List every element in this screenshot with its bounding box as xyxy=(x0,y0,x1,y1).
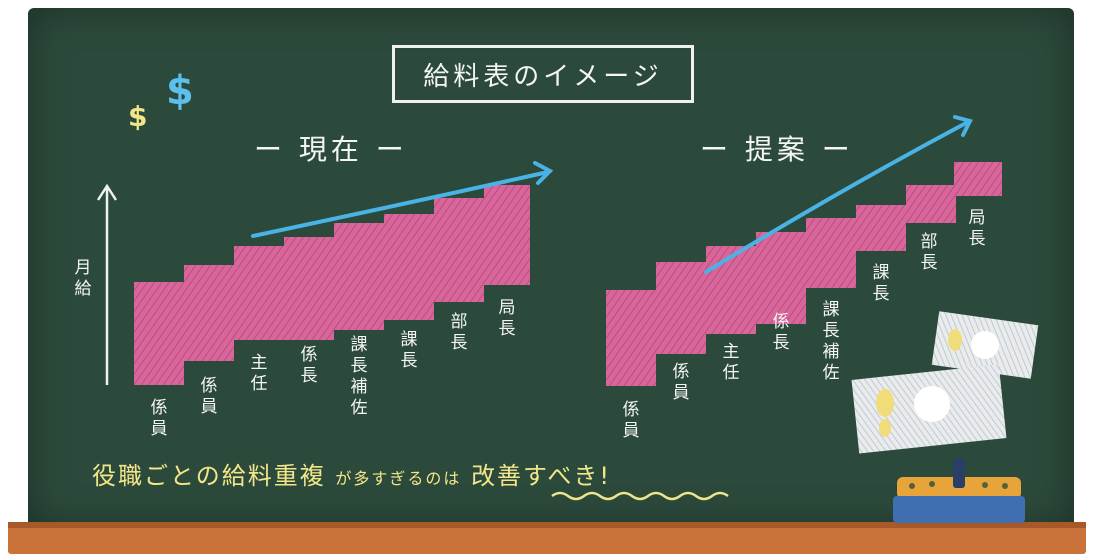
right-bar-1 xyxy=(606,290,656,386)
right-heading: ー 提案 ー xyxy=(700,133,854,166)
right-bar-6 xyxy=(856,205,906,251)
left-rank-label-3: 主任 xyxy=(250,353,268,394)
left-trend-arrow xyxy=(251,170,550,238)
right-bar-7 xyxy=(906,185,956,223)
bottom-message-part3: 改善すべき! xyxy=(471,462,612,490)
bottom-message-part1: 役職ごとの給料重複 xyxy=(92,462,326,490)
left-rank-label-2: 係員 xyxy=(200,376,218,417)
dollar-small-icon: $ xyxy=(128,100,148,133)
left-bar-2 xyxy=(184,265,234,361)
bottom-message-part2: が多すぎるのは xyxy=(335,469,462,488)
right-bar-2 xyxy=(656,262,706,354)
y-axis-label: 月給 xyxy=(74,258,92,299)
left-bar-4 xyxy=(284,237,334,340)
right-rank-label-3: 主任 xyxy=(722,342,740,383)
left-bar-3 xyxy=(234,246,284,340)
left-rank-label-6: 課長 xyxy=(400,330,418,371)
left-heading: ー 現在 ー xyxy=(254,133,408,166)
left-bar-5 xyxy=(334,223,384,330)
right-rank-label-2: 係員 xyxy=(672,362,690,403)
left-bar-8 xyxy=(484,185,530,285)
page-title: 給料表のイメージ xyxy=(392,45,694,103)
left-bar-1 xyxy=(134,282,184,385)
right-trend-arrowhead xyxy=(953,115,973,137)
page-title-text: 給料表のイメージ xyxy=(423,61,663,92)
left-bar-7 xyxy=(434,198,484,302)
right-rank-label-1: 係員 xyxy=(622,400,640,441)
chalkboard-eraser-icon xyxy=(893,458,1025,523)
emphasis-underline xyxy=(551,491,729,501)
right-rank-label-4: 係長 xyxy=(772,312,790,353)
chalk-ledge-edge xyxy=(8,522,1086,528)
right-trend-arrow xyxy=(704,120,970,274)
right-rank-label-5: 課長補佐 xyxy=(822,300,840,383)
right-bar-8 xyxy=(954,162,1002,196)
right-rank-label-8: 局長 xyxy=(968,208,986,249)
left-bar-6 xyxy=(384,214,434,320)
right-bar-5 xyxy=(806,218,856,288)
y-axis-arrowhead xyxy=(96,183,118,201)
left-rank-label-8: 局長 xyxy=(498,298,516,339)
right-bar-3 xyxy=(706,246,756,334)
right-rank-label-7: 部長 xyxy=(920,232,938,273)
left-rank-label-5: 課長補佐 xyxy=(350,335,368,418)
banknote-front-icon xyxy=(851,364,1007,454)
left-rank-label-7: 部長 xyxy=(450,312,468,353)
banknote-back-icon xyxy=(931,311,1039,379)
right-rank-label-6: 課長 xyxy=(872,263,890,304)
left-rank-label-4: 係長 xyxy=(300,345,318,386)
left-rank-label-1: 係員 xyxy=(150,398,168,439)
right-bar-4 xyxy=(756,232,806,324)
bottom-message: 役職ごとの給料重複 が多すぎるのは 改善すべき! xyxy=(92,456,611,491)
dollar-large-icon: $ xyxy=(166,68,194,114)
left-trend-arrowhead xyxy=(533,161,554,185)
